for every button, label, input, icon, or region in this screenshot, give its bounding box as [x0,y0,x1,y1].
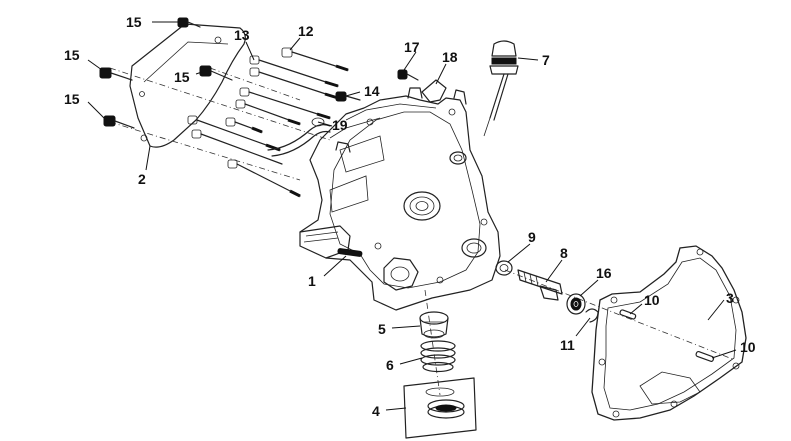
leader-lines [87,21,737,411]
bolts-left-group [187,115,301,198]
bearing-part-16 [566,293,586,315]
callout-5: 5 [378,321,386,337]
callout-10-upper: 10 [644,292,660,308]
bolt-15-top [177,17,201,28]
clip-part-19 [267,117,331,157]
long-bolts-13 [235,55,339,126]
callout-2: 2 [138,171,146,187]
callout-15-middle: 15 [174,69,190,85]
callout-15-left: 15 [64,47,80,63]
callout-17: 17 [404,39,420,55]
callout-7: 7 [542,52,550,68]
callout-11: 11 [560,337,575,353]
callout-labels: 15 12 13 15 15 15 17 18 7 14 19 2 9 8 16… [64,14,756,419]
center-lines [109,67,736,396]
callout-12: 12 [298,23,314,39]
cover-plate-part-2 [129,23,246,148]
callout-9: 9 [528,229,536,245]
spring-part-6 [420,340,456,373]
bolt-14 [335,91,361,102]
bracket-part-18 [421,79,447,103]
callout-18: 18 [442,49,458,65]
bolt-set [99,17,419,198]
callout-1: 1 [308,273,316,289]
bolt-17 [397,69,419,81]
callout-14: 14 [364,83,380,99]
strainer-part-4 [403,377,477,439]
crankcase-part-1 [299,87,501,311]
callout-4: 4 [372,403,380,419]
callout-19: 19 [332,117,348,133]
gasket-part-3 [591,245,747,421]
callout-8: 8 [560,245,568,261]
filter-cap-part-5 [419,311,449,339]
callout-10-lower: 10 [740,339,756,355]
callout-13: 13 [234,27,250,43]
dipstick-part-7 [483,40,519,137]
callout-16: 16 [596,265,612,281]
bolt-12 [281,47,349,72]
callout-3: 3 [726,290,734,306]
bolt-15-middle [199,65,233,81]
callout-15-lower: 15 [64,91,80,107]
bolt-15-left [99,67,133,81]
shaft-part-8 [517,269,563,301]
callout-15-top: 15 [126,14,142,30]
callout-6: 6 [386,357,394,373]
oil-seal-part-9 [495,260,513,276]
bolt-15-lower [103,115,135,129]
